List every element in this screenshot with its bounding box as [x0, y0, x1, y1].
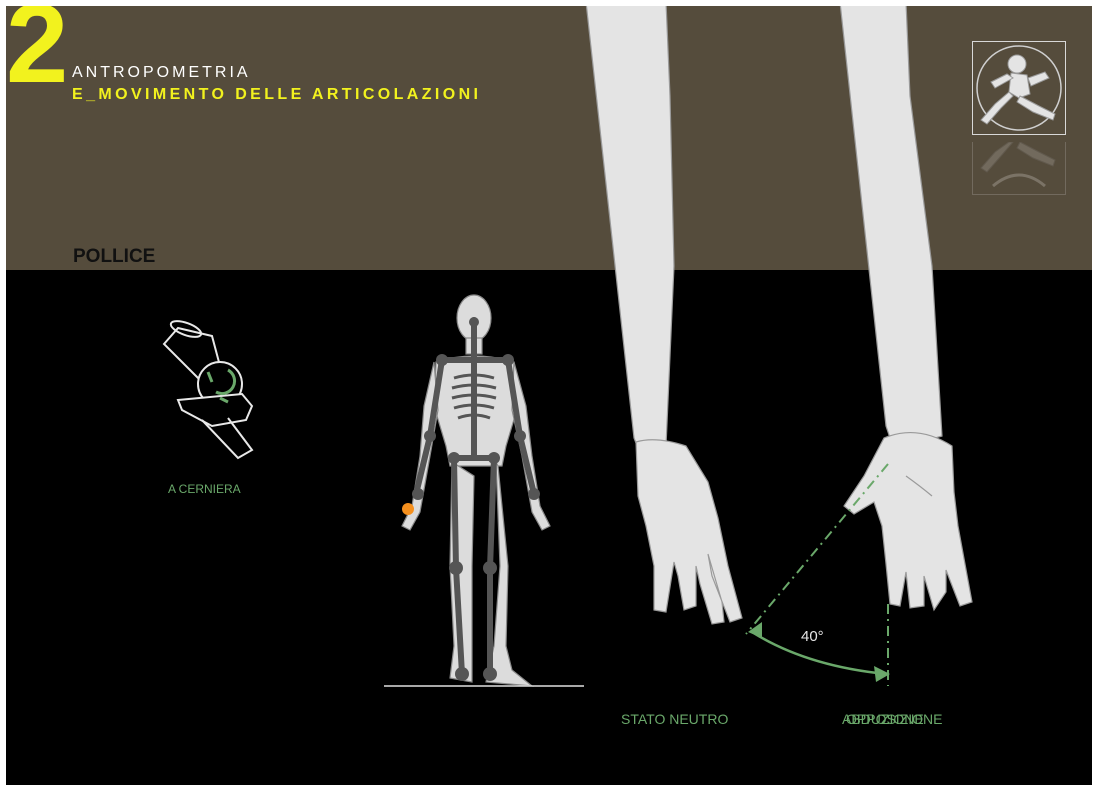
angle-label: 40°	[801, 628, 824, 645]
chapter-number: 2	[6, 6, 68, 106]
running-figure-icon	[972, 41, 1066, 135]
slide: 2 ANTROPOMETRIA E_MOVIMENTO DELLE ARTICO…	[6, 6, 1092, 785]
illustration-layer	[162, 6, 973, 687]
neutral-state-caption: STATO NEUTRO	[621, 711, 729, 727]
running-figure-reflection	[972, 142, 1066, 195]
angle-guides	[745, 463, 889, 686]
chapter-subtitle: E_MOVIMENTO DELLE ARTICOLAZIONI	[72, 86, 482, 103]
hand-neutral	[585, 6, 743, 625]
joint-type-caption: A CERNIERA	[168, 482, 241, 496]
thumb-highlight-marker	[402, 503, 414, 515]
opposition-label: OPPOSIZIONE	[846, 711, 943, 727]
chapter-kicker: ANTROPOMETRIA	[72, 64, 251, 81]
hand-abduction	[839, 6, 973, 612]
human-skeleton-figure	[384, 294, 584, 687]
hinge-joint-icon	[162, 320, 254, 460]
angle-arrow-start	[748, 622, 762, 638]
abduction-label: ABDUZIONE	[842, 711, 924, 727]
angle-arrow-end	[874, 666, 890, 682]
section-title: POLLICE	[73, 246, 156, 267]
angle-arc	[751, 630, 887, 676]
